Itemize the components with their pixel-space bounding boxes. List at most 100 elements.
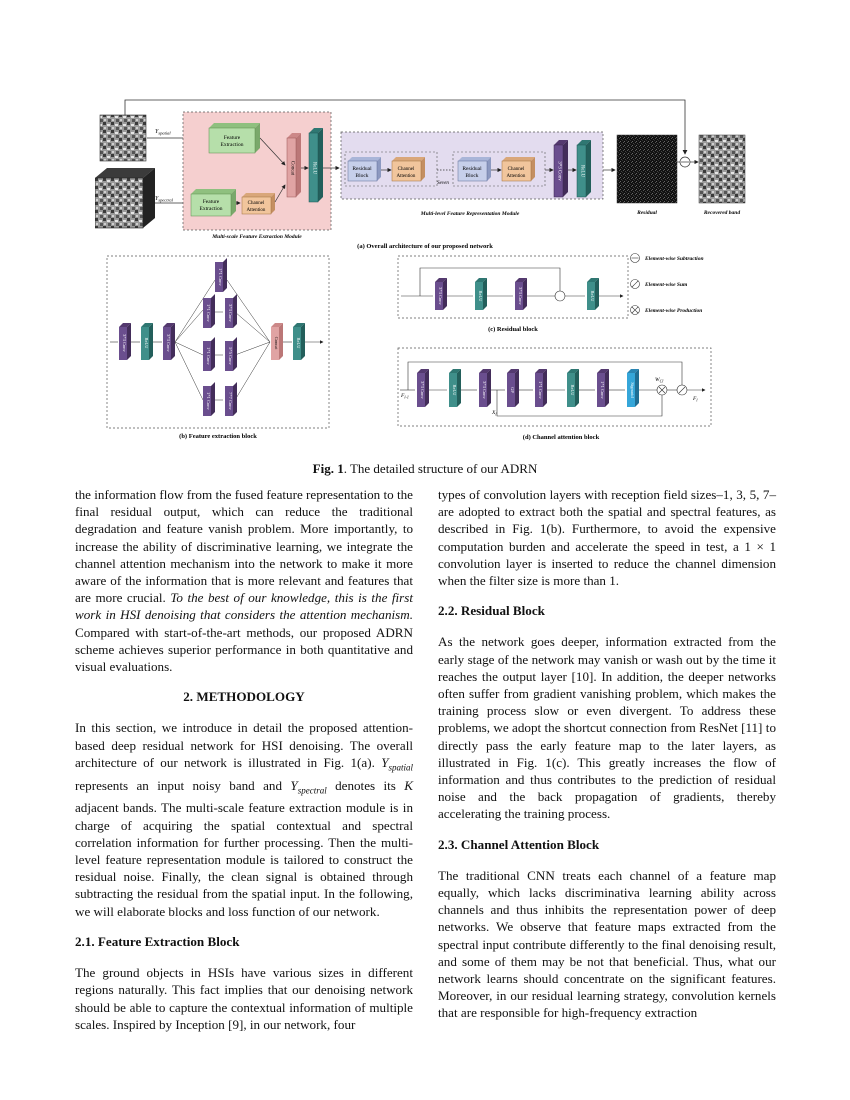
relu-block-module: ReLU [576,140,591,198]
svg-text:1*1 Conv: 1*1 Conv [206,347,211,365]
y-spatial-label: Yspatial [155,129,171,136]
x-l-label: Xl [491,410,497,417]
residual-block-paragraph: As the network goes deeper, information … [438,634,776,822]
svg-text:1*1 Conv: 1*1 Conv [538,381,543,399]
residual-block-box [397,255,629,319]
ca-conv-1x1-b: 1*1 Conv [597,369,609,407]
caption-a: (a) Overall architecture of our proposed… [357,243,493,250]
svg-text:Attention: Attention [247,208,266,213]
residual-block-7: Residual Block [457,157,491,182]
feature-extraction-block-box [106,255,330,429]
svg-text:Block: Block [465,173,478,179]
caption-text: . The detailed structure of our ADRN [343,461,538,476]
skip-connection-line [124,99,688,155]
svg-text:ReLU: ReLU [312,162,317,175]
feature-extraction-bottom: Feature Extraction [190,189,236,217]
svg-text:ReLU: ReLU [144,338,149,350]
multi-level-module-label: Multi-level Feature Representation Modul… [420,211,520,217]
section-heading-methodology: 2. METHODOLOGY [183,689,305,705]
fe-branch-3x3: 1*1 Conv 3*3 Conv [203,294,237,328]
channel-attention-a: Channel Attention [241,193,275,215]
svg-text:Residual: Residual [352,166,372,172]
svg-text:1*1 Conv: 1*1 Conv [600,381,605,399]
channel-attention-1: Channel Attention [391,157,425,182]
ca-conv-1x1-a: 1*1 Conv [535,369,547,407]
channel-attention-7: Channel Attention [501,157,535,182]
rb-conv-1: 3*3 Conv [435,278,447,310]
feature-extraction-continued: types of convolution layers with recepti… [438,487,776,589]
svg-text:3*3 Conv: 3*3 Conv [166,334,171,352]
svg-text:3*3 Conv: 3*3 Conv [122,334,127,352]
svg-text:3*3 Conv: 3*3 Conv [518,287,523,305]
svg-text:Channel: Channel [398,167,415,172]
svg-text:1*1 Conv: 1*1 Conv [206,304,211,322]
methodology-paragraph: In this section, we introduce in detail … [75,720,413,919]
svg-text:Concat: Concat [290,161,295,176]
fe-branch-5x5: 1*1 Conv 5*5 Conv [203,337,237,371]
subsection-heading-2-3: 2.3. Channel Attention Block [438,836,600,852]
svg-text:3*3 Conv: 3*3 Conv [557,161,562,181]
architecture-diagram: Yspatial Yspectral Multi-scale Feature E… [95,99,746,441]
svg-text:Residual: Residual [462,166,482,172]
svg-text:5*5 Conv: 5*5 Conv [228,347,233,365]
rb-conv-2: 3*3 Conv [515,278,527,310]
feature-extraction-paragraph: The ground objects in HSIs have various … [75,965,413,1032]
subsection-heading-2-2: 2.2. Residual Block [438,603,545,619]
fe-branch-1x1: 1*1 Conv [215,258,227,292]
svg-text:Concat: Concat [274,337,279,350]
recovered-band-label: Recovered band [703,210,740,216]
rb-relu: ReLU [475,278,487,310]
svg-text:Block: Block [355,173,368,179]
fe-branch-7x7: 1*1 Conv 7*7 Conv [203,382,237,416]
fe-concat: Concat [271,323,283,360]
rb-sum-node [554,290,566,302]
svg-text:GP: GP [510,387,515,393]
ca-gp: GP [507,369,519,407]
svg-text:3*3 Conv: 3*3 Conv [420,381,425,399]
svg-text:ReLU: ReLU [570,385,575,397]
svg-text:Element-wise Production: Element-wise Production [644,308,702,314]
italic-claim: To the best of our knowledge, this is th… [75,590,413,623]
f-in-label: Fl-1 [400,393,409,400]
svg-text:Attention: Attention [507,174,526,179]
svg-text:Feature: Feature [224,135,241,141]
spatial-input-image [99,114,147,162]
legend: Element-wise Subtraction Element-wise Su… [630,253,704,315]
caption-c: (c) Residual block [488,326,538,333]
ca-relu-2: ReLU [567,369,579,407]
f-out-label: Fl [692,396,698,403]
svg-text:7*7 Conv: 7*7 Conv [228,392,233,410]
svg-text:Feature: Feature [203,199,220,205]
ca-conv: 3*3 Conv [417,369,429,407]
svg-text:Channel: Channel [508,167,525,172]
svg-text:ReLU: ReLU [590,291,595,303]
intro-paragraph: the information flow from the fused feat… [75,487,413,675]
concat-block-a: Concat [286,133,301,198]
w-cl-label: WCl [655,377,664,384]
svg-text:Extraction: Extraction [221,142,244,148]
svg-text:Sigmoid: Sigmoid [630,382,635,398]
residual-label: Residual [636,210,657,216]
svg-text:1*1 Conv: 1*1 Conv [218,268,223,286]
caption-d: (d) Channel attention block [523,434,600,441]
svg-text:3*3 Conv: 3*3 Conv [228,304,233,322]
conv-block-a: 3*3 Conv [553,140,568,198]
fe-conv-2: 3*3 Conv [163,323,175,360]
right-column: types of convolution layers with recepti… [438,486,776,1035]
ca-sigmoid: Sigmoid [627,369,639,407]
fe-relu-1: ReLU [141,323,153,360]
relu-block-a: ReLU [308,128,323,203]
multi-scale-module-label: Multi-scale Feature Extraction Module [211,234,302,240]
svg-text:ReLU: ReLU [296,338,301,350]
subsection-heading-2-1: 2.1. Feature Extraction Block [75,933,240,949]
svg-text:ReLU: ReLU [452,385,457,397]
ca-conv-2: 3*3 Conv [479,369,491,407]
y-spectral-label: Yspectral [155,196,174,203]
svg-text:Attention: Attention [397,174,416,179]
svg-text:Element-wise Sum: Element-wise Sum [644,282,688,288]
rb-relu-out: ReLU [587,278,599,310]
seven-label: Seven [437,181,449,186]
spectral-input-cube [95,168,155,229]
fe-relu-2: ReLU [293,323,305,360]
channel-attention-paragraph: The traditional CNN treats each channel … [438,867,776,1021]
